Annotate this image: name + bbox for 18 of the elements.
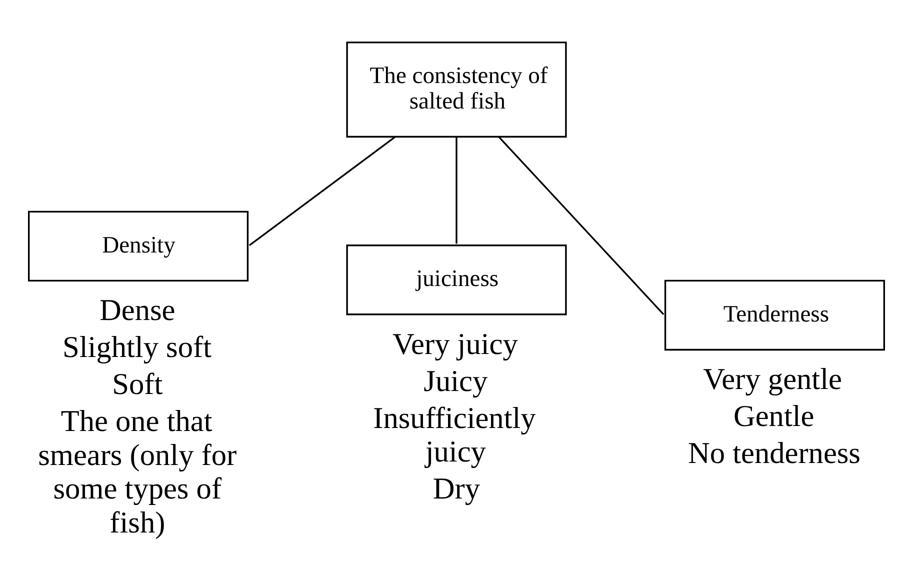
node-label: Soft (112, 366, 163, 401)
node-label: Juicy (424, 363, 488, 398)
node-label: Dense (100, 292, 176, 327)
node-label: The one that smears (only for some types of fish) (38, 404, 237, 539)
node-box: Tenderness (664, 279, 885, 350)
node-label: Very gentle (703, 362, 842, 396)
node-label: Insufficiently juicy (373, 400, 536, 468)
node-box: Density (28, 210, 249, 282)
connector (498, 136, 664, 314)
node-label: Very juicy (392, 326, 518, 360)
connector (456, 136, 458, 244)
node-label: Slightly soft (62, 330, 212, 364)
node-box: The consistency of salted fish (346, 41, 567, 138)
connector (248, 136, 396, 246)
node-label: Dry (432, 471, 480, 506)
node-label: Gentle (733, 398, 814, 433)
node-box: juiciness (346, 244, 567, 315)
node-label: No tenderness (688, 436, 860, 470)
